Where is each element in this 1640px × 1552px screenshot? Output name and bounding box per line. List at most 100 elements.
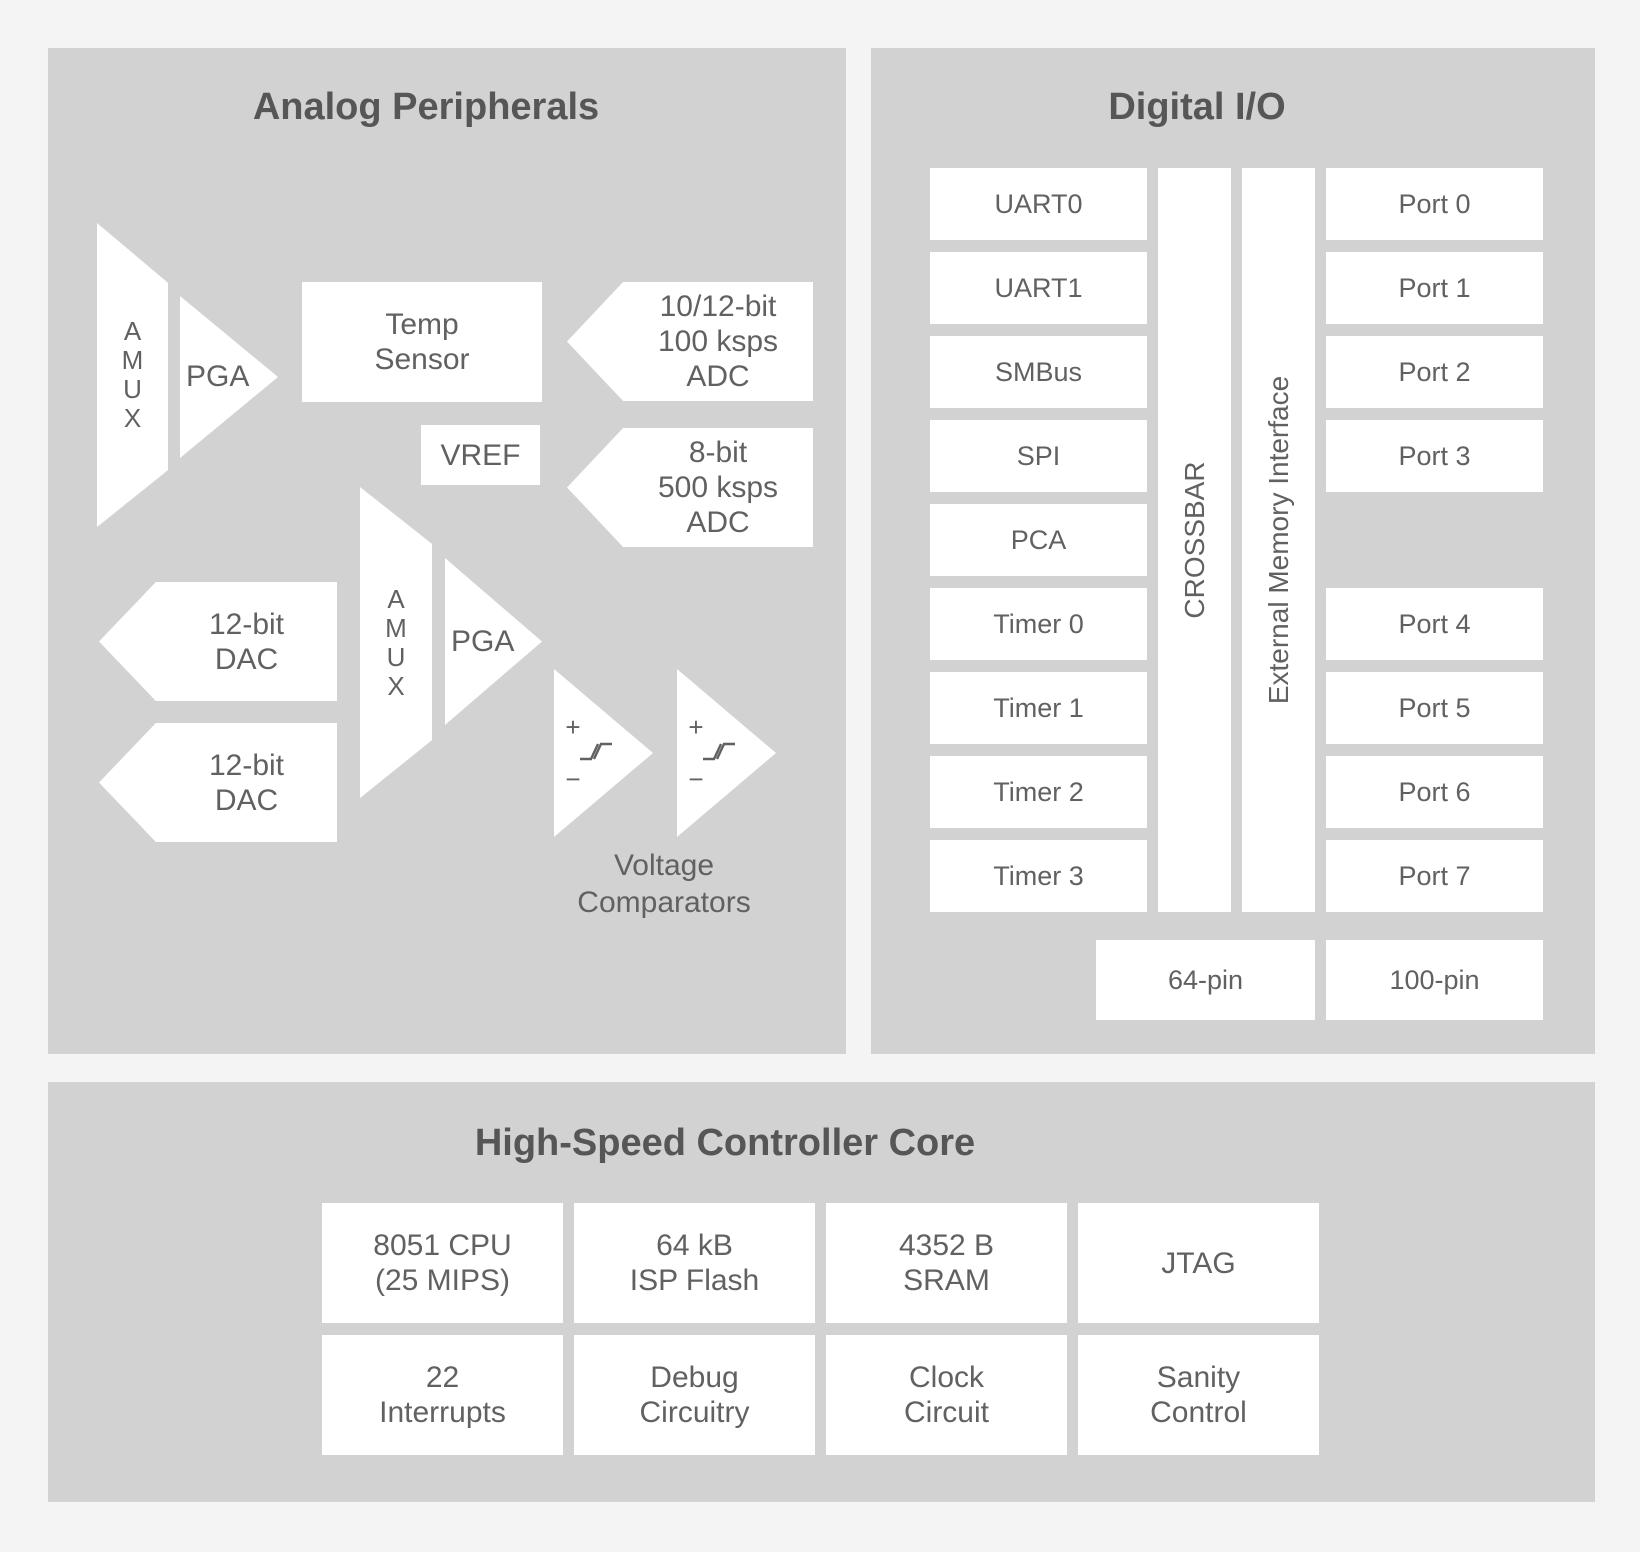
adc-line: 8-bit xyxy=(688,436,748,469)
adc-line: 100 ksps ADC xyxy=(657,325,779,393)
port-label: Port 2 xyxy=(1398,357,1471,387)
port-box-0: Port 0 xyxy=(1326,168,1543,240)
peripheral-label: Timer 2 xyxy=(993,777,1084,807)
amux-letter: A xyxy=(123,316,142,346)
core-block-line: 22 xyxy=(425,1361,460,1394)
amux-letter: M xyxy=(385,612,407,643)
core-block-line: Clock xyxy=(908,1361,984,1394)
amux-label: A M U X xyxy=(122,317,144,433)
plus-sign: + xyxy=(688,712,704,742)
external-memory-interface-label: External Memory Interface xyxy=(1262,375,1294,705)
analog-peripherals-panel xyxy=(48,48,846,1054)
peripheral-label: SMBus xyxy=(994,357,1083,387)
port-box-6: Port 6 xyxy=(1326,756,1543,828)
minus-sign: − xyxy=(565,764,581,794)
port-label: Port 6 xyxy=(1398,777,1471,807)
core-block-line: Debug xyxy=(650,1361,739,1394)
port-box-1: Port 1 xyxy=(1326,252,1543,324)
pga-label: PGA xyxy=(451,624,515,658)
port-box-2: Port 2 xyxy=(1326,336,1543,408)
core-block-clock: Clock Circuit xyxy=(826,1335,1067,1455)
caption-line: Comparators xyxy=(577,886,751,919)
package-label: 100-pin xyxy=(1389,965,1480,995)
amux-letter: U xyxy=(386,641,406,672)
core-block-line: ISP Flash xyxy=(629,1264,760,1297)
peripheral-box-timer1: Timer 1 xyxy=(930,672,1147,744)
adc-8-bit-label: 8-bit 500 ksps ADC xyxy=(623,428,813,547)
adc-line: 500 ksps ADC xyxy=(657,471,779,539)
core-block-line: Sanity xyxy=(1156,1361,1241,1394)
package-label: 64-pin xyxy=(1167,965,1244,995)
peripheral-box-pca: PCA xyxy=(930,504,1147,576)
comparators-caption: Voltage Comparators xyxy=(577,847,750,921)
core-panel-title: High-Speed Controller Core xyxy=(474,1122,976,1164)
dac-line: 12-bit xyxy=(208,748,285,782)
port-label: Port 1 xyxy=(1398,273,1471,303)
temp-sensor-label: Temp xyxy=(385,308,459,341)
peripheral-box-spi: SPI xyxy=(930,420,1147,492)
peripheral-label: UART0 xyxy=(994,189,1083,219)
core-block-cpu: 8051 CPU (25 MIPS) xyxy=(322,1203,563,1323)
amux-letter: M xyxy=(121,345,144,375)
core-block-jtag: JTAG xyxy=(1078,1203,1319,1323)
peripheral-box-timer3: Timer 3 xyxy=(930,840,1147,912)
caption-line: Voltage xyxy=(613,849,715,882)
core-block-flash: 64 kB ISP Flash xyxy=(574,1203,815,1323)
core-block-sram: 4352 B SRAM xyxy=(826,1203,1067,1323)
core-block-line: Control xyxy=(1150,1396,1247,1429)
dac-line: 12-bit xyxy=(208,607,285,641)
peripheral-label: UART1 xyxy=(994,273,1083,303)
core-block-line: JTAG xyxy=(1161,1246,1236,1280)
core-block-line: Circuitry xyxy=(639,1396,750,1429)
port-box-5: Port 5 xyxy=(1326,672,1543,744)
core-block-line: 4352 B xyxy=(898,1229,995,1262)
adc-line: 10/12-bit xyxy=(659,290,777,323)
port-box-3: Port 3 xyxy=(1326,420,1543,492)
port-label: Port 4 xyxy=(1398,609,1471,639)
temp-sensor-label: Sensor xyxy=(374,343,470,376)
core-block-line: 64 kB xyxy=(656,1229,733,1262)
core-block-interrupts: 22 Interrupts xyxy=(322,1335,563,1455)
dac-shape: 12-bit DAC xyxy=(99,723,337,842)
plus-sign: + xyxy=(565,712,581,742)
port-label: Port 7 xyxy=(1398,861,1471,891)
core-block-sanity: Sanity Control xyxy=(1078,1335,1319,1455)
digital-panel-title: Digital I/O xyxy=(1108,86,1286,128)
minus-sign: − xyxy=(688,764,704,794)
crossbar-label: CROSSBAR xyxy=(1178,461,1210,619)
peripheral-label: PCA xyxy=(1010,525,1067,555)
amux-shape: A M U X xyxy=(360,487,432,798)
peripheral-box-uart1: UART1 xyxy=(930,252,1147,324)
core-block-line: Interrupts xyxy=(379,1396,506,1429)
peripheral-box-smbus: SMBus xyxy=(930,336,1147,408)
port-label: Port 5 xyxy=(1398,693,1471,723)
amux-label: A M U X xyxy=(385,583,407,701)
amux-shape: A M U X xyxy=(97,223,168,527)
dac-label: 12-bit DAC xyxy=(156,582,337,701)
peripheral-label: Timer 0 xyxy=(993,609,1084,639)
adc-10-12-bit-label: 10/12-bit 100 ksps ADC xyxy=(623,282,813,401)
peripheral-label: Timer 1 xyxy=(993,693,1084,723)
dac-label: 12-bit DAC xyxy=(156,723,337,842)
dac-line: DAC xyxy=(214,642,279,676)
amux-letter: X xyxy=(387,670,405,701)
vref-box: VREF xyxy=(421,425,540,485)
vref-label: VREF xyxy=(440,438,521,472)
amux-letter: A xyxy=(387,583,405,614)
amux-letter: U xyxy=(123,374,142,404)
dac-shape: 12-bit DAC xyxy=(99,582,337,701)
controller-core-panel xyxy=(48,1082,1595,1502)
core-block-line: 8051 CPU xyxy=(373,1229,512,1262)
package-64-pin-box: 64-pin xyxy=(1096,940,1315,1020)
core-block-debug: Debug Circuitry xyxy=(574,1335,815,1455)
crossbar-bar: CROSSBAR xyxy=(1158,168,1231,912)
dac-line: DAC xyxy=(214,783,279,817)
analog-panel-title: Analog Peripherals xyxy=(252,86,600,128)
package-100-pin-box: 100-pin xyxy=(1326,940,1543,1020)
adc-8-bit-shape: 8-bit 500 ksps ADC xyxy=(567,428,813,547)
core-block-line: (25 MIPS) xyxy=(374,1264,511,1297)
port-label: Port 3 xyxy=(1398,441,1471,471)
hysteresis-icon xyxy=(703,742,735,761)
peripheral-box-timer2: Timer 2 xyxy=(930,756,1147,828)
